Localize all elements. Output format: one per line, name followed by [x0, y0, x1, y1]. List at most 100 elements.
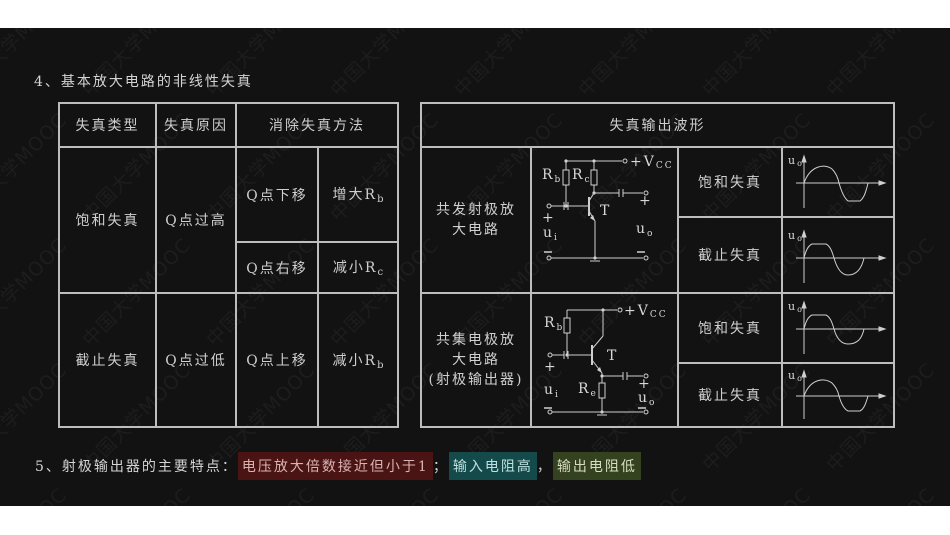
circuit-name-line: 共集电极放 [436, 332, 516, 348]
cell-distortion-type: 饱和失真 [677, 146, 783, 218]
waveform-clip-top: uo [788, 229, 887, 283]
header-elimination-method: 消除失真方法 [235, 102, 399, 148]
watermark-text: 中国大学MOOC [943, 481, 950, 506]
fix-text: 减小R [332, 352, 378, 369]
circuit-name-cc: 共集电极放 大电路 (射极输出器) [420, 292, 532, 428]
label-vcc: +VCC [624, 303, 668, 320]
table-row: 截止失真 uo [421, 362, 895, 428]
section-5-summary: 5、射极输出器的主要特点： 电压放大倍数接近但小于1 ； 输入电阻高 ， 输出电… [35, 452, 641, 480]
fix-sub: b [377, 194, 384, 205]
fix-sub: b [377, 359, 384, 371]
cell-fix: 增大Rb [317, 146, 399, 243]
watermark-text: 中国大学MOOC [822, 28, 940, 102]
watermark-text: 中国大学MOOC [946, 234, 950, 352]
watermark-text: 中国大学MOOC [199, 481, 320, 506]
watermark-text: 中国大学MOOC [819, 481, 940, 506]
waveform-cutoff-ce: uo [781, 216, 895, 294]
table-header-row: 失真类型 失真原因 消除失真方法 [58, 102, 399, 148]
cell-cause: Q点过高 [155, 146, 237, 294]
separator: ； [432, 459, 449, 475]
watermark-text: 中国大学MOOC [946, 109, 950, 227]
wave-label: uo [788, 369, 804, 383]
watermark-text: 中国大学MOOC [326, 28, 444, 102]
label-plus-in: + [542, 210, 556, 226]
cell-type: 饱和失真 [58, 146, 157, 294]
waveform-saturation-ce: uo [781, 146, 895, 218]
circuit-name-line: 共发射极放 [436, 202, 516, 218]
label-plus-out: + [638, 376, 652, 392]
label-transistor: T [607, 348, 618, 364]
watermark-text: 中国大学MOOC [698, 28, 816, 102]
label-transistor: T [600, 203, 611, 219]
watermark-text: 中国大学MOOC [447, 481, 568, 506]
label-uo: uo [636, 221, 654, 239]
label-uo: uo [638, 390, 656, 408]
wave-label: uo [788, 154, 804, 168]
cell-action: Q点右移 [235, 241, 319, 294]
label-re: Re [578, 381, 598, 399]
waveform-clip-bottom: uo [788, 154, 887, 208]
waveform-cutoff-cc: uo [781, 362, 895, 428]
label-rb: Rb [542, 167, 562, 185]
summary-prefix: 5、射极输出器的主要特点： [35, 459, 238, 475]
watermark-text: 中国大学MOOC [946, 28, 950, 102]
common-collector-circuit-diagram: Rb +VCC T + Re + ui uo [530, 292, 679, 428]
watermark-text: 中国大学MOOC [571, 481, 692, 506]
label-ui: ui [544, 382, 560, 400]
label-plus-in: + [544, 359, 558, 375]
circuit-name-line: 大电路 [452, 352, 500, 368]
highlight-input-resistance: 输入电阻高 [448, 452, 537, 480]
watermark-text: 中国大学MOOC [75, 481, 196, 506]
cell-fix: 减小Rc [317, 241, 399, 294]
header-output-waveform: 失真输出波形 [420, 102, 895, 148]
table-row: 饱和失真 Q点过高 Q点下移 增大Rb [58, 146, 399, 294]
watermark-text: 中国大学MOOC [574, 28, 692, 102]
circuit-name-line: (射极输出器) [428, 372, 524, 388]
wave-label: uo [788, 300, 804, 314]
fix-sub: c [377, 267, 384, 278]
distortion-waveform-table: 失真输出波形 共发射极放 大电路 [420, 102, 895, 428]
label-plus-out: + [639, 193, 653, 209]
label-ui: ui [543, 225, 559, 243]
label-rb: Rb [544, 315, 564, 333]
label-rc: Rc [572, 167, 592, 185]
table-row: Q点右移 减小Rc [59, 241, 399, 294]
table-row: 截止失真 uo [421, 216, 895, 294]
cell-cause: Q点过低 [155, 292, 237, 428]
distortion-cause-table: 失真类型 失真原因 消除失真方法 饱和失真 Q点过高 Q点下移 增大Rb Q点右… [58, 102, 399, 428]
watermark-text: 中国大学MOOC [450, 28, 568, 102]
table-header-row: 失真输出波形 [420, 102, 895, 148]
common-collector-schematic: Rb +VCC T + Re + ui uo [544, 303, 668, 416]
common-emitter-circuit-diagram: Rb Rc +VCC T + + ui uo [530, 146, 679, 294]
wave-label: uo [788, 229, 804, 243]
table-row: 截止失真 Q点过低 Q点上移 减小Rb [58, 292, 399, 428]
cell-distortion-type: 饱和失真 [677, 292, 783, 364]
table-row: 共集电极放 大电路 (射极输出器) [420, 292, 895, 428]
waveform-clip-bottom: uo [788, 369, 887, 419]
circuit-name-line: 大电路 [452, 222, 500, 238]
cell-distortion-type: 截止失真 [677, 216, 783, 294]
cell-action: Q点下移 [235, 146, 319, 243]
watermark-text: 中国大学MOOC [946, 359, 950, 477]
cell-action: Q点上移 [235, 292, 319, 428]
fix-text: 增大R [332, 187, 378, 203]
cell-fix: 减小Rb [317, 292, 399, 428]
circuit-name-ce: 共发射极放 大电路 [420, 146, 532, 294]
watermark-text: 中国大学MOOC [695, 481, 816, 506]
table-row: 共发射极放 大电路 [420, 146, 895, 294]
common-emitter-schematic: Rb Rc +VCC T + + ui uo [542, 154, 674, 262]
separator: ， [536, 459, 553, 475]
waveform-clip-top: uo [788, 300, 887, 354]
watermark-text: 中国大学MOOC [0, 481, 72, 506]
fix-text: 减小R [332, 260, 378, 276]
section-heading-4: 4、基本放大电路的非线性失真 [34, 74, 253, 90]
cell-distortion-type: 截止失真 [677, 362, 783, 428]
cell-type: 截止失真 [58, 292, 157, 428]
watermark-text: 中国大学MOOC [323, 481, 444, 506]
highlight-voltage-gain: 电压放大倍数接近但小于1 [237, 452, 433, 480]
label-vcc: +VCC [630, 154, 674, 171]
header-distortion-cause: 失真原因 [155, 102, 237, 148]
highlight-output-resistance: 输出电阻低 [552, 452, 641, 480]
header-distortion-type: 失真类型 [58, 102, 157, 148]
